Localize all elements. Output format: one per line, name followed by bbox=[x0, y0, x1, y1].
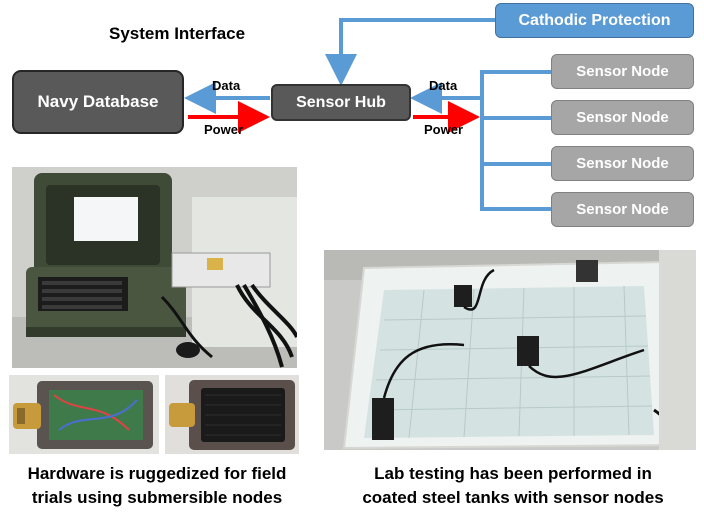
data-label-right: Data bbox=[429, 78, 458, 93]
node-interior-illustration-1 bbox=[9, 375, 159, 454]
sensor-node-interior-photo-1 bbox=[9, 375, 159, 454]
data-label-left: Data bbox=[212, 78, 241, 93]
hardware-caption-line2: trials using submersible nodes bbox=[31, 488, 283, 507]
lab-caption-line1: Lab testing has been performed in bbox=[374, 464, 652, 483]
lab-tank-illustration bbox=[324, 250, 696, 450]
hardware-caption-line1: Hardware is ruggedized for field bbox=[27, 464, 287, 483]
power-label-right: Power bbox=[424, 122, 464, 137]
sensor-node-box: Sensor Node bbox=[551, 192, 694, 227]
hardware-caption: Hardware is ruggedized for field trials … bbox=[12, 462, 302, 510]
sensor-node-box: Sensor Node bbox=[551, 100, 694, 135]
diagram-title: System Interface bbox=[109, 24, 246, 43]
lab-tank-photo bbox=[324, 250, 696, 450]
sensor-hub-box: Sensor Hub bbox=[271, 84, 411, 121]
sensor-node-box: Sensor Node bbox=[551, 146, 694, 181]
lab-caption-line2: coated steel tanks with sensor nodes bbox=[362, 488, 664, 507]
hardware-case-photo bbox=[12, 167, 297, 368]
cp-to-hub-line bbox=[325, 18, 495, 86]
navy-database-box: Navy Database bbox=[12, 70, 184, 134]
hardware-case-illustration bbox=[12, 167, 297, 368]
power-label-left: Power bbox=[204, 122, 244, 137]
node-interior-illustration-2 bbox=[165, 375, 299, 454]
sensor-node-interior-photo-2 bbox=[165, 375, 299, 454]
lab-testing-caption: Lab testing has been performed in coated… bbox=[328, 462, 698, 510]
cathodic-protection-box: Cathodic Protection bbox=[495, 3, 694, 38]
sensor-node-box: Sensor Node bbox=[551, 54, 694, 89]
